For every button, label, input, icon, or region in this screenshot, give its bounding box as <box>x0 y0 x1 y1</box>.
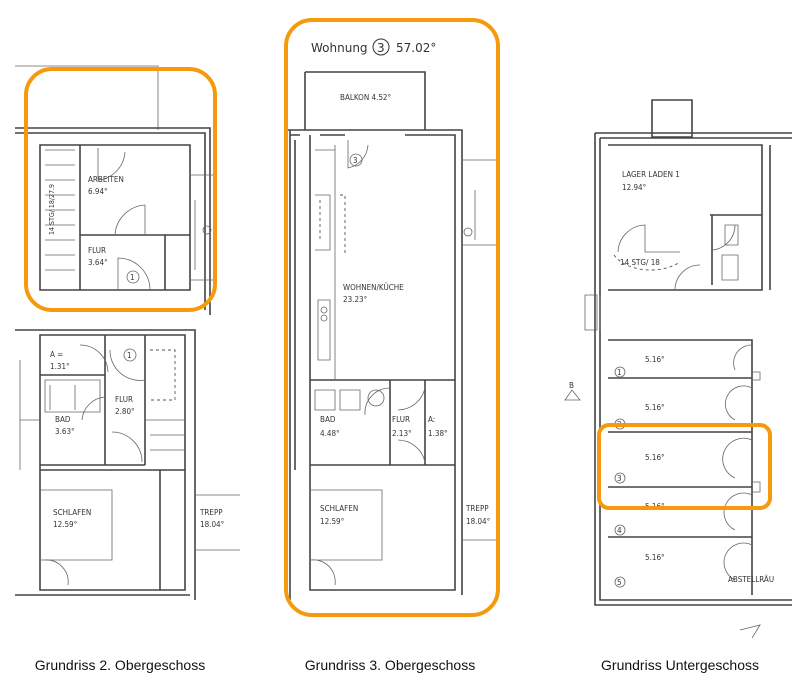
apartment-number: 3 <box>377 41 385 55</box>
room-flur: FLUR <box>392 415 410 424</box>
room-bad-area: 3.63° <box>55 427 75 436</box>
room-schlafen-area: 12.59° <box>320 517 344 526</box>
room-schlafen-area: 12.59° <box>53 520 77 529</box>
caption-ug: Grundriss Untergeschoss <box>601 657 759 673</box>
storage-5-num: 5 <box>617 578 622 587</box>
room-schlafen: SCHLAFEN <box>53 508 91 517</box>
room-a-area: 1.31° <box>50 362 70 371</box>
storage-3-num: 3 <box>617 474 622 483</box>
room-trepp: TREPP <box>465 504 489 513</box>
room-bad: BAD <box>55 415 71 424</box>
storage-3-area: 5.16° <box>645 453 665 462</box>
plan-ug: LAGER LADEN 1 12.94° 14 STG/ 18 B 5.16° … <box>564 99 792 639</box>
room-flur-top: FLUR <box>88 246 106 255</box>
room-flur-area: 2.80° <box>115 407 135 416</box>
room-arbeiten-area: 6.94° <box>88 187 108 196</box>
room-wohnen-kueche: WOHNEN/KÜCHE <box>343 282 404 292</box>
room-bad-area: 4.48° <box>320 429 340 438</box>
apartment-title: Wohnung <box>311 41 368 55</box>
room-trepp-area: 18.04° <box>466 517 490 526</box>
room-flur: FLUR <box>115 395 133 404</box>
storage-5-area: 5.16° <box>645 553 665 562</box>
room-flur-area: 2.13° <box>392 429 412 438</box>
plan-og3: Wohnung 3 57.02° BALKON 4.52° 3 WOHNEN/K… <box>284 18 500 617</box>
room-a: A = <box>50 350 63 359</box>
room-a: A: <box>428 415 435 424</box>
highlight-og2 <box>24 67 217 312</box>
unit-mark: 3 <box>353 156 358 165</box>
apartment-area: 57.02° <box>396 41 436 55</box>
caption-og2: Grundriss 2. Obergeschoss <box>34 657 206 673</box>
stairs-label: 14 STG/ 18/27.9 <box>48 184 56 235</box>
room-trepp-area: 18.04° <box>200 520 224 529</box>
unit-mark-bottom: 1 <box>127 351 132 360</box>
room-wohnen-area: 23.23° <box>343 295 367 304</box>
caption-og3: Grundriss 3. Obergeschoss <box>304 657 476 673</box>
stairs-label: 14 STG/ 18 <box>620 258 660 267</box>
room-schlafen: SCHLAFEN <box>320 504 358 513</box>
room-lager-area: 12.94° <box>622 183 646 192</box>
room-flur-top-area: 3.64° <box>88 258 108 267</box>
highlight-og3 <box>284 18 500 617</box>
room-bad: BAD <box>320 415 336 424</box>
room-arbeiten: ARBEITEN <box>88 175 124 184</box>
room-abstell: ABSTELLRÄU <box>728 574 774 584</box>
section-mark: B <box>569 381 574 390</box>
room-balkon: BALKON 4.52° <box>340 93 391 102</box>
highlight-storage-3 <box>597 423 772 510</box>
plan-og2: ARBEITEN 6.94° FLUR 3.64° 14 STG/ 18/27.… <box>15 65 240 600</box>
room-lager: LAGER LADEN 1 <box>622 170 680 179</box>
storage-2-area: 5.16° <box>645 403 665 412</box>
unit-mark-top: 1 <box>130 273 135 282</box>
storage-4-num: 4 <box>617 526 622 535</box>
storage-1-area: 5.16° <box>645 355 665 364</box>
room-a-area: 1.38° <box>428 429 448 438</box>
room-trepp: TREPP <box>199 508 223 517</box>
storage-1-num: 1 <box>617 368 622 377</box>
